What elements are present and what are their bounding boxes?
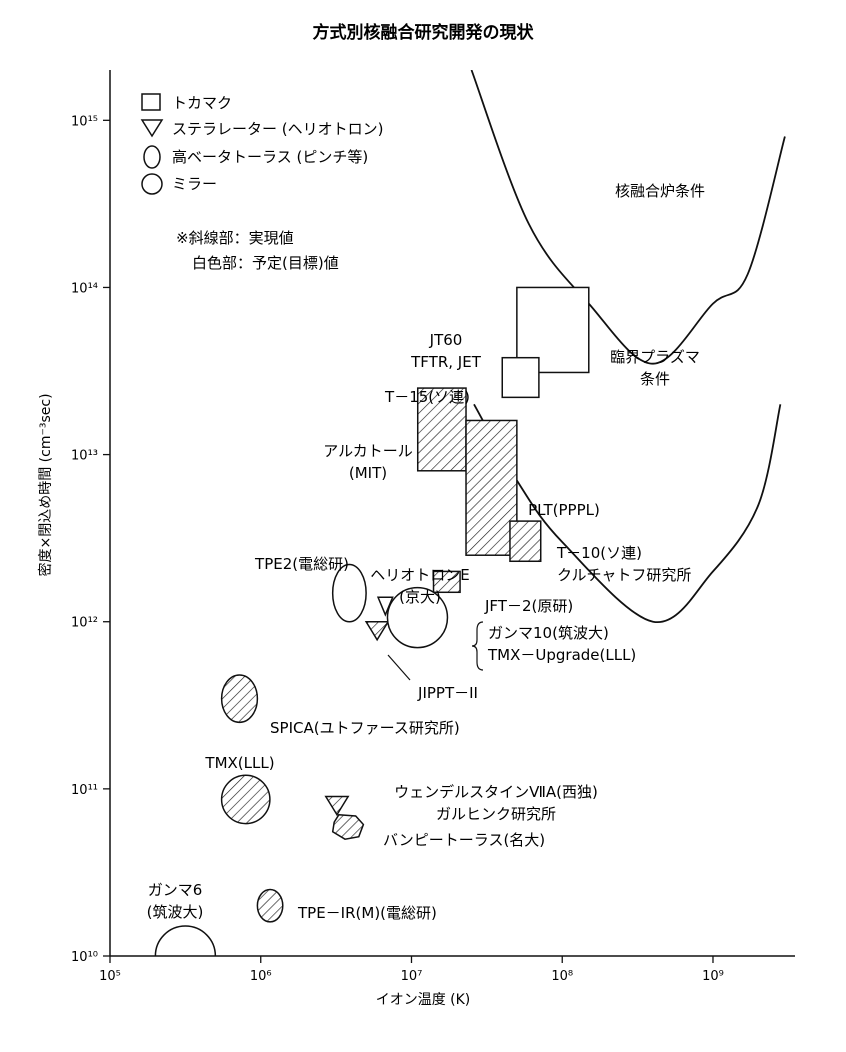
tokamak-region: [432, 570, 461, 594]
legend-label-mirror: ミラー: [172, 175, 217, 193]
legend-note-planned: 白色部：予定(目標)値: [192, 254, 339, 272]
legend-note-measured: ※斜線部：実現値: [176, 229, 294, 247]
region-label: ガンマ10(筑波大)TMX－Upgrade(LLL): [487, 624, 636, 664]
x-tick-label: 10⁸: [551, 969, 573, 984]
data-regions: [154, 286, 590, 956]
region-label: T－15(ソ連): [384, 388, 470, 406]
y-axis-title: 密度×閉込め時間 (cm⁻³sec): [37, 393, 54, 576]
x-tick-label: 10⁷: [401, 969, 423, 984]
stellarator-region: [364, 620, 390, 642]
legend-triangle-symbol: [140, 119, 164, 138]
legend: トカマク ステラレーター (ヘリオトロン) 高ベータトーラス (ピンチ等) ミラ…: [140, 93, 383, 272]
region-label: T－10(ソ連)クルチャトフ研究所: [556, 544, 691, 584]
region-label: TPE2(電総研): [254, 555, 349, 573]
bumpy-torus-region: [331, 814, 365, 840]
leader-line: [387, 654, 411, 681]
tokamak-region: [465, 419, 518, 556]
y-tick-label: 10¹²: [71, 616, 98, 631]
chart-title: 方式別核融合研究開発の現状: [313, 22, 535, 43]
region-label: SPICA(ユトファース研究所): [270, 719, 460, 737]
legend-ellipse-symbol: [143, 145, 161, 169]
region-label: アルカトール(MIT): [323, 442, 412, 482]
region-label: ヘリオトロンE(京大): [370, 566, 469, 606]
legend-label-tokamak: トカマク: [172, 94, 232, 112]
high-beta-region: [256, 888, 284, 923]
stellarator-region: [324, 795, 350, 817]
x-tick-label: 10⁶: [250, 969, 272, 984]
axis-ticks: 10⁵ 10⁶ 10⁷ 10⁸ 10⁹ 10¹⁰ 10¹¹ 10¹² 10¹³ 10¹⁴ 10¹⁵: [71, 114, 724, 984]
x-tick-label: 10⁵: [99, 969, 121, 984]
x-tick-label: 10⁹: [702, 969, 724, 984]
region-label: ガンマ6(筑波大): [147, 881, 204, 921]
legend-label-stellarator: ステラレーター (ヘリオトロン): [172, 120, 383, 138]
y-tick-label: 10¹⁴: [71, 281, 98, 296]
legend-circle-symbol: [141, 173, 163, 195]
curve-label: 臨界プラズマ条件: [610, 348, 700, 388]
high-beta-region: [331, 563, 367, 623]
mirror-region: [220, 774, 271, 825]
region-label: PLT(PPPL): [528, 501, 600, 519]
x-axis-title: イオン温度 (K): [376, 992, 471, 1008]
region-label: JIPPT－II: [417, 684, 478, 702]
region-label: バンピートーラス(名大): [383, 831, 545, 849]
y-tick-label: 10¹¹: [71, 783, 98, 798]
region-label: ウェンデルスタインⅦA(西独)ガルヒンク研究所: [394, 783, 598, 823]
y-tick-label: 10¹⁵: [71, 114, 98, 129]
y-tick-label: 10¹³: [71, 449, 98, 464]
y-tick-label: 10¹⁰: [71, 950, 98, 965]
legend-square-symbol: [141, 93, 161, 111]
mirror-region: [386, 586, 449, 649]
tokamak-region: [501, 356, 540, 399]
curve-label: 核融合炉条件: [615, 182, 705, 200]
tokamak-region: [516, 286, 590, 374]
condition-curve: [473, 403, 782, 623]
region-label: TPE－IR(M)(電総研): [297, 904, 437, 922]
region-label: TMX(LLL): [204, 754, 274, 772]
tokamak-region: [416, 387, 467, 472]
high-beta-region: [220, 674, 259, 724]
tokamak-region: [509, 520, 542, 563]
label-brace: [471, 621, 484, 671]
legend-label-high-beta: 高ベータトーラス (ピンチ等): [172, 148, 368, 166]
region-label: JFT－2(原研): [484, 597, 573, 615]
condition-curve: [470, 70, 786, 365]
